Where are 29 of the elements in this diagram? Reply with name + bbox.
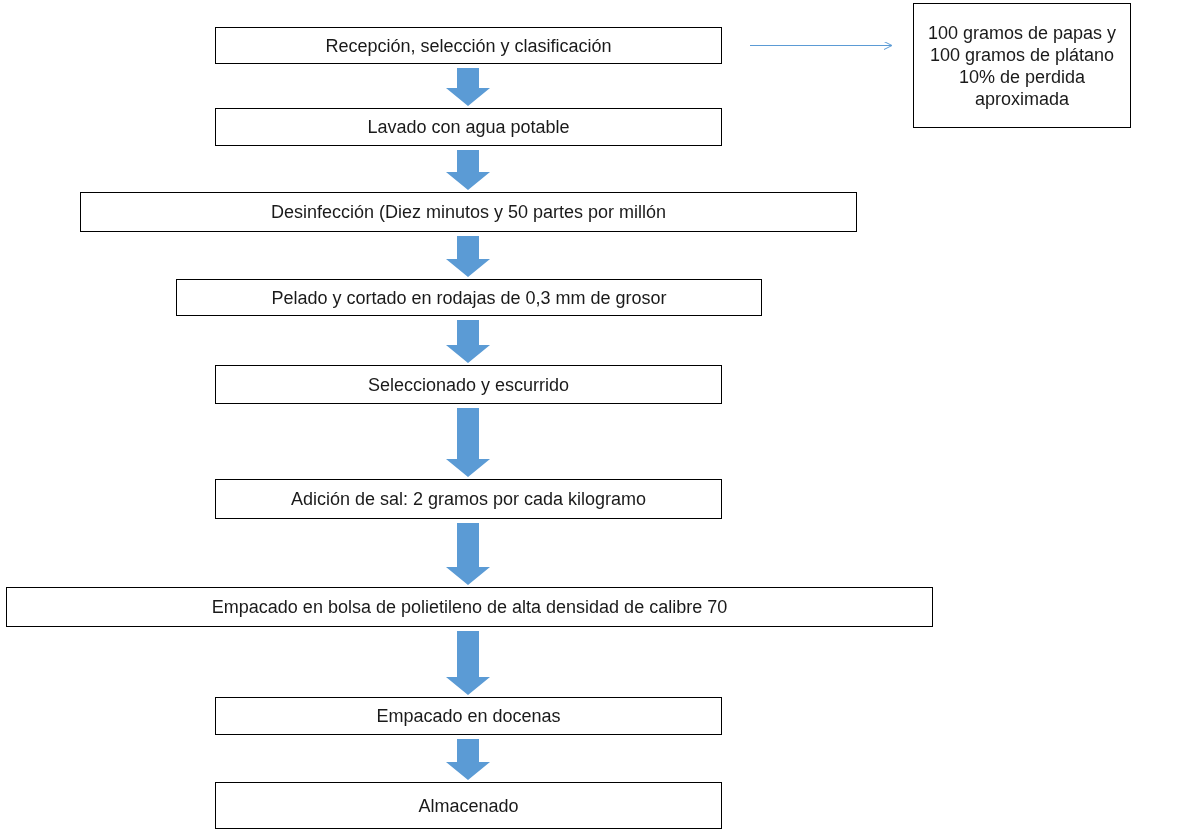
process-box [80, 192, 857, 232]
process-box [6, 587, 933, 627]
block-arrow [446, 236, 490, 277]
block-arrow [446, 408, 490, 477]
arrow [749, 41, 893, 50]
process-box [913, 3, 1131, 128]
process-box [215, 27, 722, 64]
step-text: Pelado y cortado en rodajas de 0,3 mm de grosor [271, 286, 667, 309]
block-arrow [446, 68, 490, 106]
block-arrow [446, 739, 490, 780]
block-arrow [446, 320, 490, 363]
step-text: Empacado en bolsa de polietileno de alta densidad de calibre 70 [211, 596, 728, 618]
step-text: Empacado en docenas [376, 705, 561, 727]
block-arrow [446, 523, 490, 585]
step-text: Adición de sal: 2 gramos por cada kilogramo [290, 488, 647, 510]
step-text: Recepción, selección y clasificación [325, 34, 612, 57]
process-box [215, 108, 722, 146]
step-text: Lavado con agua potable [367, 116, 570, 138]
process-box [176, 279, 762, 316]
step-text: Desinfección (Diez minutos y 50 partes por millón [270, 201, 667, 223]
process-box [215, 697, 722, 735]
process-box [215, 365, 722, 404]
step-text: Seleccionado y escurrido [367, 373, 570, 396]
process-box [215, 479, 722, 519]
step-text: Almacenado [418, 794, 519, 817]
block-arrow [446, 150, 490, 190]
block-arrow [446, 631, 490, 695]
step-text: 100 gramos de papas y 100 gramos de plátano 10% de perdida aproximada [926, 21, 1118, 110]
process-box [215, 782, 722, 829]
